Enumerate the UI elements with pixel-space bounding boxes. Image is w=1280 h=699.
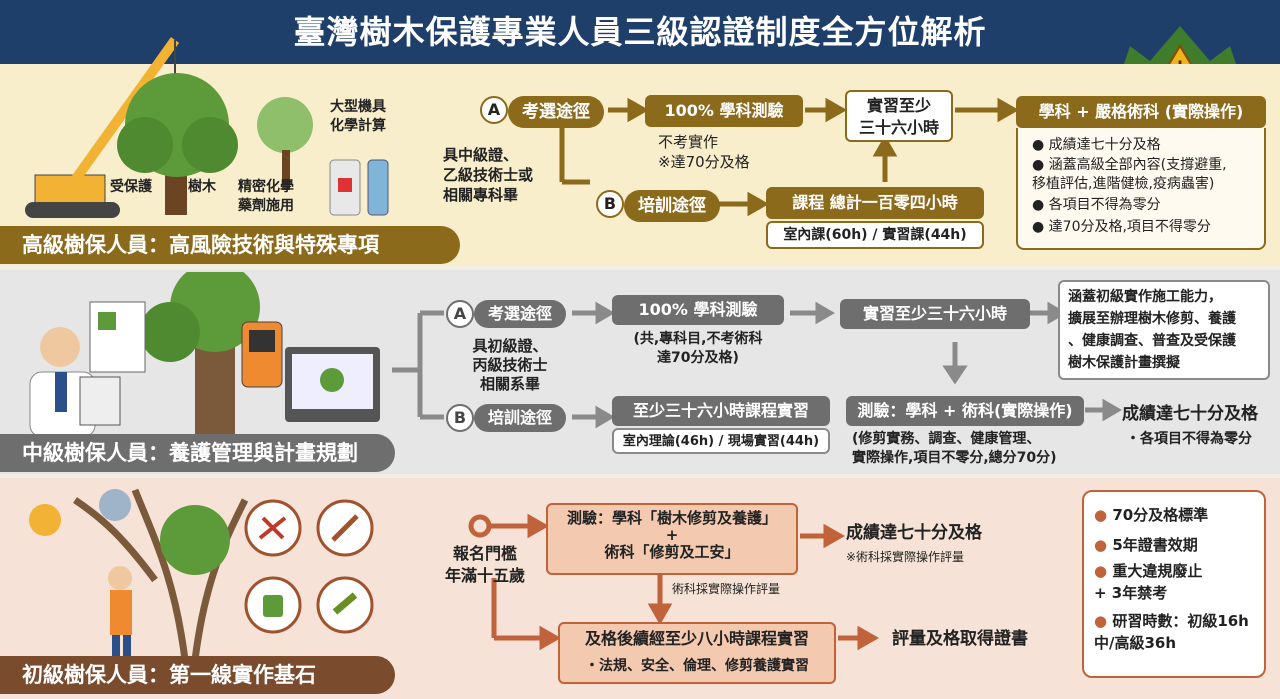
advanced-final-panel: ● 成績達七十分及格 ● 涵蓋高級全部內容(支撐避重, 移植評估,進階健檢,疫病… (1016, 128, 1266, 250)
art-label-machinery: 大型機具 化學計算 (330, 99, 386, 134)
basic-course-detail: ・法規、安全、倫理、修剪養護實習 (585, 658, 809, 674)
intermediate-eligibility: 具初級證、 丙級技術士 相關系畢 (472, 337, 548, 393)
advanced-exam-note: 不考實作 ※達70分及格 (658, 133, 750, 171)
advanced-route-b-label: 培訓途徑 (624, 190, 720, 222)
advanced-course-detail: 室內課(60h) / 實習課(44h) (766, 221, 984, 249)
basic-result-note: ※術科採實際操作評量 (846, 550, 965, 564)
summary-item: ● 5年證書效期 (1094, 536, 1198, 554)
advanced-course-box: 課程 總計一百零四小時 (766, 187, 984, 219)
page-title: 臺灣樹木保護專業人員三級認證制度全方位解析 (293, 13, 987, 51)
basic-test-plus: + (665, 526, 679, 544)
advanced-final-item: ● 涵蓋高級全部內容(支撐避重, 移植評估,進階健檢,疫病蟲害) (1032, 157, 1227, 192)
art-label-protected: 受保護 (110, 179, 152, 195)
intermediate-exam-box: 100% 學科測驗 (612, 295, 784, 325)
summary-item: ● 70分及格標準 (1094, 506, 1209, 524)
advanced-final-item: ● 各項目不得為零分 (1032, 197, 1161, 213)
advanced-route-a-label: 考選途徑 (508, 96, 604, 128)
intermediate-test-note: (修剪實務、調查、健康管理、 實際操作,項目不零分,總分70分) (852, 431, 1057, 466)
intermediate-flow-arrows (392, 301, 1122, 429)
summary-item: ● 研習時數：初級16h 中/高級36h (1094, 612, 1249, 652)
advanced-exam-box: 100% 學科測驗 (645, 95, 803, 127)
advanced-route-b-badge: B (596, 190, 624, 218)
basic-course-title: 及格後續經至少八小時課程實習 (584, 629, 809, 648)
intermediate-route-a-label: 考選途徑 (474, 300, 567, 328)
intermediate-scope-box: 涵蓋初級實作施工能力， 擴展至辦理樹木修剪、養護 、健康調查、普查及受保護 樹木… (1058, 280, 1270, 380)
basic-test-box: 測驗：學科「樹木修剪及養護」 + 術科「修剪及工安」 (546, 503, 798, 575)
advanced-practice-box: 實習至少 三十六小時 (845, 90, 953, 142)
advanced-final-box: 學科 + 嚴格術科 (實際操作) (1016, 96, 1266, 128)
advanced-route-a-badge: A (480, 96, 508, 124)
basic-certify: 評量及格取得證書 (892, 629, 1028, 649)
intermediate-route-b-badge: B (446, 404, 474, 432)
summary-item: ● 重大違規廢止 + 3年禁考 (1094, 562, 1203, 602)
intermediate-result: 成績達七十分及格 (1122, 404, 1258, 424)
basic-test-practical: 術科「修剪及工安」 (604, 543, 740, 561)
intermediate-test-box: 測驗：學科 + 術科(實際操作) (846, 396, 1084, 426)
crane-tree-illustration (25, 37, 389, 218)
intermediate-practice-box: 實習至少三十六小時 (840, 299, 1030, 329)
advanced-flow-arrows (559, 97, 1020, 217)
intermediate-course-detail: 室內理論(46h) / 現場實習(44h) (612, 428, 830, 454)
intermediate-course-box: 至少三十六小時課程實習 (612, 396, 830, 426)
basic-flow-arrows (468, 513, 880, 651)
pruning-illustration (29, 488, 374, 660)
basic-summary-box: ● 70分及格標準 ● 5年證書效期 ● 重大違規廢止 + 3年禁考 ● 研習時… (1082, 490, 1266, 678)
basic-down-note: 術科採實際操作評量 (672, 582, 781, 596)
advanced-final-item: ● 成績達七十分及格 (1032, 137, 1161, 153)
basic-level-label: 初級樹保人員：第一線實作基石 (0, 656, 395, 694)
tree-care-illustration (29, 272, 380, 437)
basic-result: 成績達七十分及格 (846, 523, 982, 543)
advanced-final-item: ● 達70分及格,項目不得零分 (1032, 219, 1211, 235)
art-label-chemical: 精密化學 藥劑施用 (238, 179, 294, 214)
advanced-level-label: 高級樹保人員：高風險技術與特殊專項 (0, 226, 460, 264)
intermediate-route-a-badge: A (446, 300, 474, 328)
intermediate-level-label: 中級樹保人員：養護管理與計畫規劃 (0, 434, 395, 472)
basic-threshold: 報名門檻 年滿十五歲 (444, 544, 525, 585)
intermediate-exam-note: (共,專科目,不考術科 達70分及格) (633, 331, 763, 366)
intermediate-result-note: ・各項目不得為零分 (1126, 431, 1252, 447)
art-label-tree: 樹木 (188, 179, 216, 195)
basic-course-box: 及格後續經至少八小時課程實習 ・法規、安全、倫理、修剪養護實習 (558, 622, 836, 684)
intermediate-route-b-label: 培訓途徑 (474, 404, 567, 432)
basic-test-written: 測驗：學科「樹木修剪及養護」 (566, 509, 777, 527)
title-bar (0, 0, 1280, 64)
advanced-eligibility: 具中級證、 乙級技術士或 相關專科畢 (443, 146, 534, 204)
